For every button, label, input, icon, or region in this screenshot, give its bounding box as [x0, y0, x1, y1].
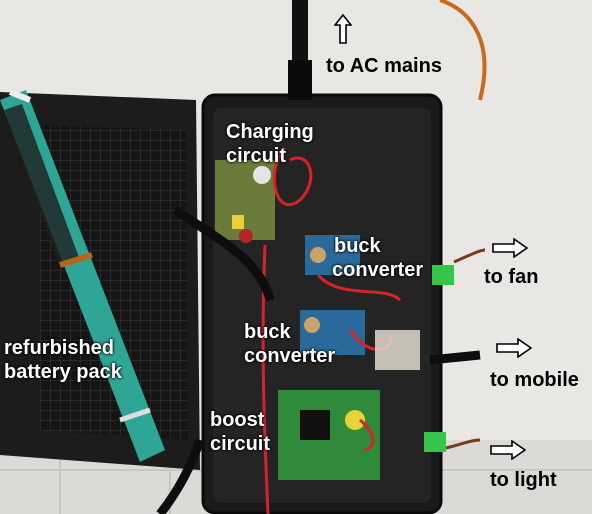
battery-pack [0, 89, 165, 462]
arrow-right-icon [490, 440, 526, 460]
arrow-right-icon [492, 238, 528, 258]
lid-grid [40, 125, 188, 440]
mobile-module [375, 330, 420, 370]
label-to-ac-mains: to AC mains [326, 55, 442, 77]
label-to-light: to light [490, 469, 557, 491]
label-to-fan: to fan [484, 266, 539, 288]
arrow-right-icon [496, 338, 532, 358]
label-refurbished-battery-pack: refurbished battery pack [4, 337, 122, 383]
label-charging-circuit: Charging circuit [226, 121, 314, 167]
label-boost-circuit: boost circuit [210, 409, 271, 455]
arrow-up-icon [334, 14, 352, 44]
label-buck-converter-2: buck converter [244, 321, 336, 367]
label-to-mobile: to mobile [490, 369, 579, 391]
label-buck-converter-1: buck converter [332, 235, 424, 281]
fan-terminal [432, 265, 454, 285]
light-terminal [424, 432, 446, 452]
